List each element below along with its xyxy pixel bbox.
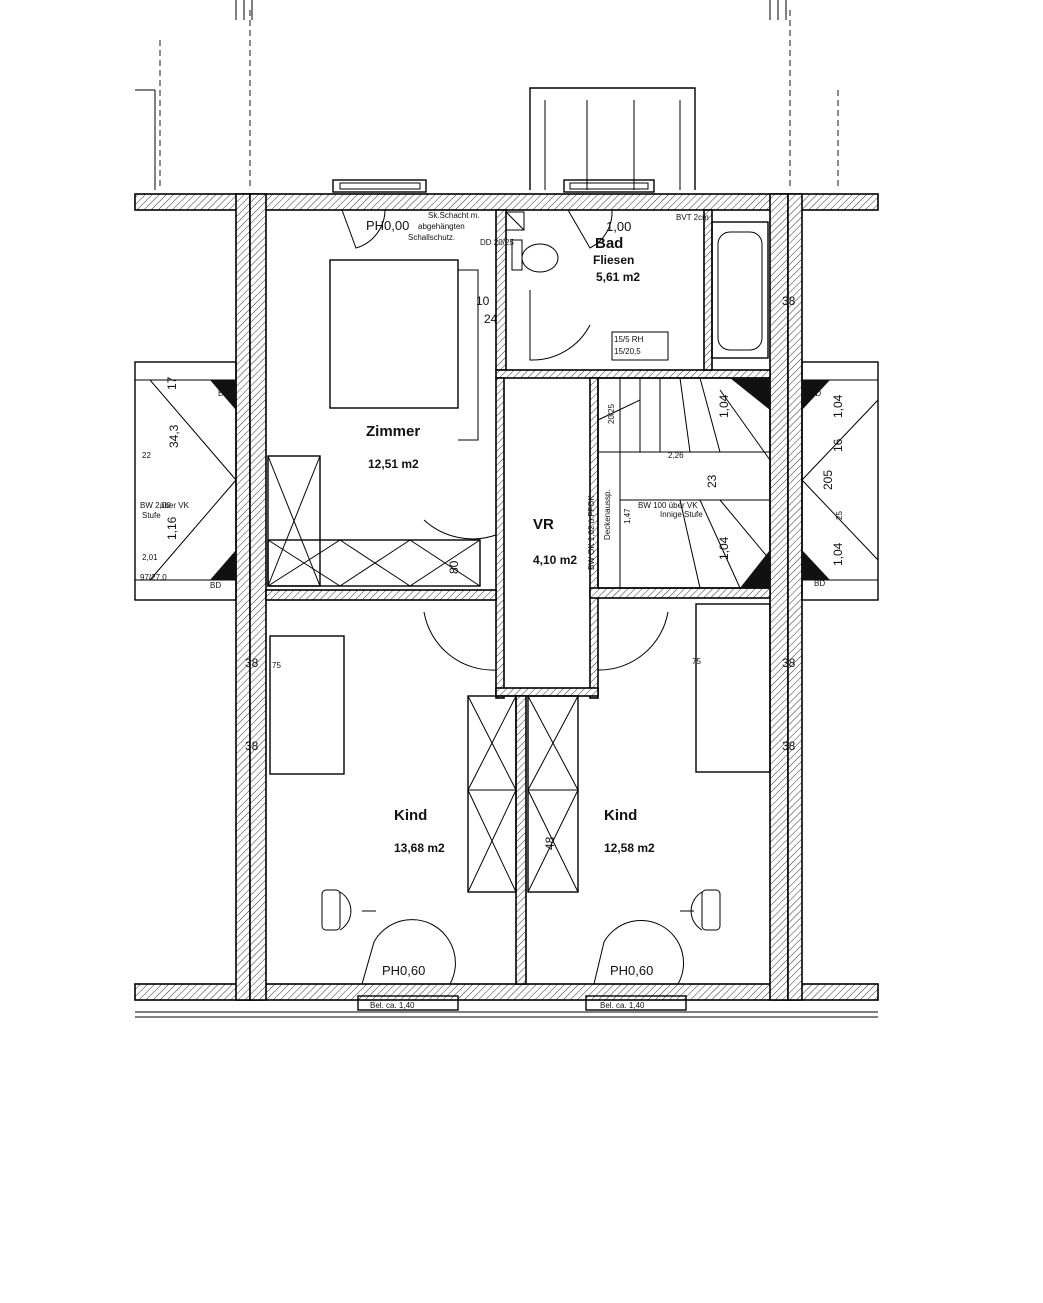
cabinet-kind: [467, 695, 579, 893]
door-kind-right: [597, 600, 669, 671]
note-rh-2: 15/20,5: [614, 347, 641, 356]
door-bad: [529, 290, 591, 361]
dim-104-c: 1,04: [831, 394, 845, 418]
dim-104-a: 1,04: [717, 394, 731, 418]
note-stair-left-2: über VK: [160, 501, 190, 510]
dim-25: 25: [835, 511, 844, 520]
window-note-bottom-right: Bel. ca. 1,40: [600, 1001, 645, 1010]
dim-38-right-low: 38: [782, 739, 796, 753]
window-bottom-left: [357, 919, 459, 1011]
room-area-zimmer: 12,51 m2: [368, 457, 419, 471]
note-deckenaussp: Deckenaussp.: [603, 489, 612, 540]
balcony-frame: [529, 87, 696, 190]
note-bd-2: BD: [210, 581, 221, 590]
bed-kind-right: [695, 603, 771, 773]
note-dr-1: 2,26: [668, 451, 684, 460]
room-area-bad: 5,61 m2: [596, 270, 640, 284]
note-stair-left-3: Stufe: [142, 511, 161, 520]
note-shaft-1: Sk.Schacht m.: [428, 211, 480, 220]
room-finish-bad: Fliesen: [593, 253, 634, 267]
grid-lines: [135, 0, 878, 1018]
dim-38-right-mid: 38: [782, 656, 796, 670]
room-area-kind-left: 13,68 m2: [394, 841, 445, 855]
interior-walls: [265, 209, 771, 985]
note-bd-3: BD: [752, 389, 763, 398]
dim-75-b: 75: [692, 657, 701, 666]
note-bd-5: BD: [814, 579, 825, 588]
wardrobe: [267, 455, 481, 587]
chair-left: [321, 889, 376, 931]
room-name-kind-left: Kind: [394, 807, 427, 824]
note-stair-left: BW 2,00: [140, 501, 171, 510]
note-dr-4: 97/27,0: [140, 573, 167, 582]
dim-1-16: 1,16: [165, 516, 179, 540]
chair-right: [680, 889, 721, 931]
note-dr-2: 1,47: [623, 508, 632, 524]
toilet: [511, 239, 559, 273]
dim-38-right-top: 38: [782, 294, 796, 308]
window-label-bottom-right: PH0,60: [610, 963, 653, 978]
dim-24: 24: [484, 312, 498, 326]
dim-75-a: 75: [272, 661, 281, 670]
dim-104-d: 1,04: [831, 542, 845, 566]
window-box-rh: [611, 331, 669, 361]
bathtub: [711, 221, 769, 359]
window-note-bottom-left: Bel. ca. 1,40: [370, 1001, 415, 1010]
room-name-vr: VR: [533, 516, 554, 533]
window-top-right: [563, 179, 655, 249]
note-fbok: BW OK 1,02 ü FFOK: [587, 495, 596, 570]
window-label-bottom-left: PH0,60: [382, 963, 425, 978]
note-stair-top: BW 100 über VK: [638, 501, 698, 510]
note-rh-1: 15/5 RH: [614, 335, 644, 344]
dim-10: 10: [476, 294, 490, 308]
note-bvt: BVT 2cm: [676, 213, 709, 222]
room-name-zimmer: Zimmer: [366, 423, 420, 440]
dim-16: 16: [831, 438, 845, 452]
note-stair-top-2: Innige Stufe: [660, 510, 703, 519]
door-kind-left: [423, 600, 497, 671]
dim-2-01: 2,01: [142, 553, 158, 562]
double-bed: [329, 259, 479, 441]
note-bd-6: BD: [754, 577, 765, 586]
note-shaft-2: abgehängten: [418, 222, 465, 231]
dim-205: 205: [821, 470, 835, 490]
note-bd-1: BD: [218, 389, 229, 398]
dim-34-3: 34,3: [167, 424, 181, 448]
neighbor-stair-left: [134, 361, 237, 601]
room-area-kind-right: 12,58 m2: [604, 841, 655, 855]
note-shaft-3: Schallschutz.: [408, 233, 455, 242]
room-area-vr: 4,10 m2: [533, 553, 577, 567]
dim-23: 23: [705, 474, 719, 488]
dim-80: 80: [447, 560, 461, 574]
room-name-bad: Bad: [595, 235, 623, 252]
dim-38-left-mid: 38: [245, 656, 259, 670]
window-label-top-right: 1,00: [606, 219, 631, 234]
note-dd: DD 20/25: [480, 238, 514, 247]
dim-48: 48: [543, 836, 557, 850]
dim-22: 22: [142, 451, 151, 460]
window-bottom-right: [585, 920, 687, 1011]
bed-kind-left: [269, 635, 345, 775]
note-bd-4: BD: [810, 389, 821, 398]
door-zimmer: [423, 460, 497, 540]
window-top-left: [332, 179, 427, 249]
room-name-kind-right: Kind: [604, 807, 637, 824]
exterior-walls: [134, 193, 879, 1001]
dim-38-left-low: 38: [245, 739, 259, 753]
window-label-top-left: PH0,00: [366, 218, 409, 233]
note-dr-3: 20/25: [607, 403, 616, 424]
dim-104-b: 1,04: [717, 536, 731, 560]
dim-17: 17: [165, 376, 179, 390]
staircase: [597, 377, 771, 589]
neighbor-stair-right: [801, 361, 879, 601]
shaft: [505, 211, 525, 231]
